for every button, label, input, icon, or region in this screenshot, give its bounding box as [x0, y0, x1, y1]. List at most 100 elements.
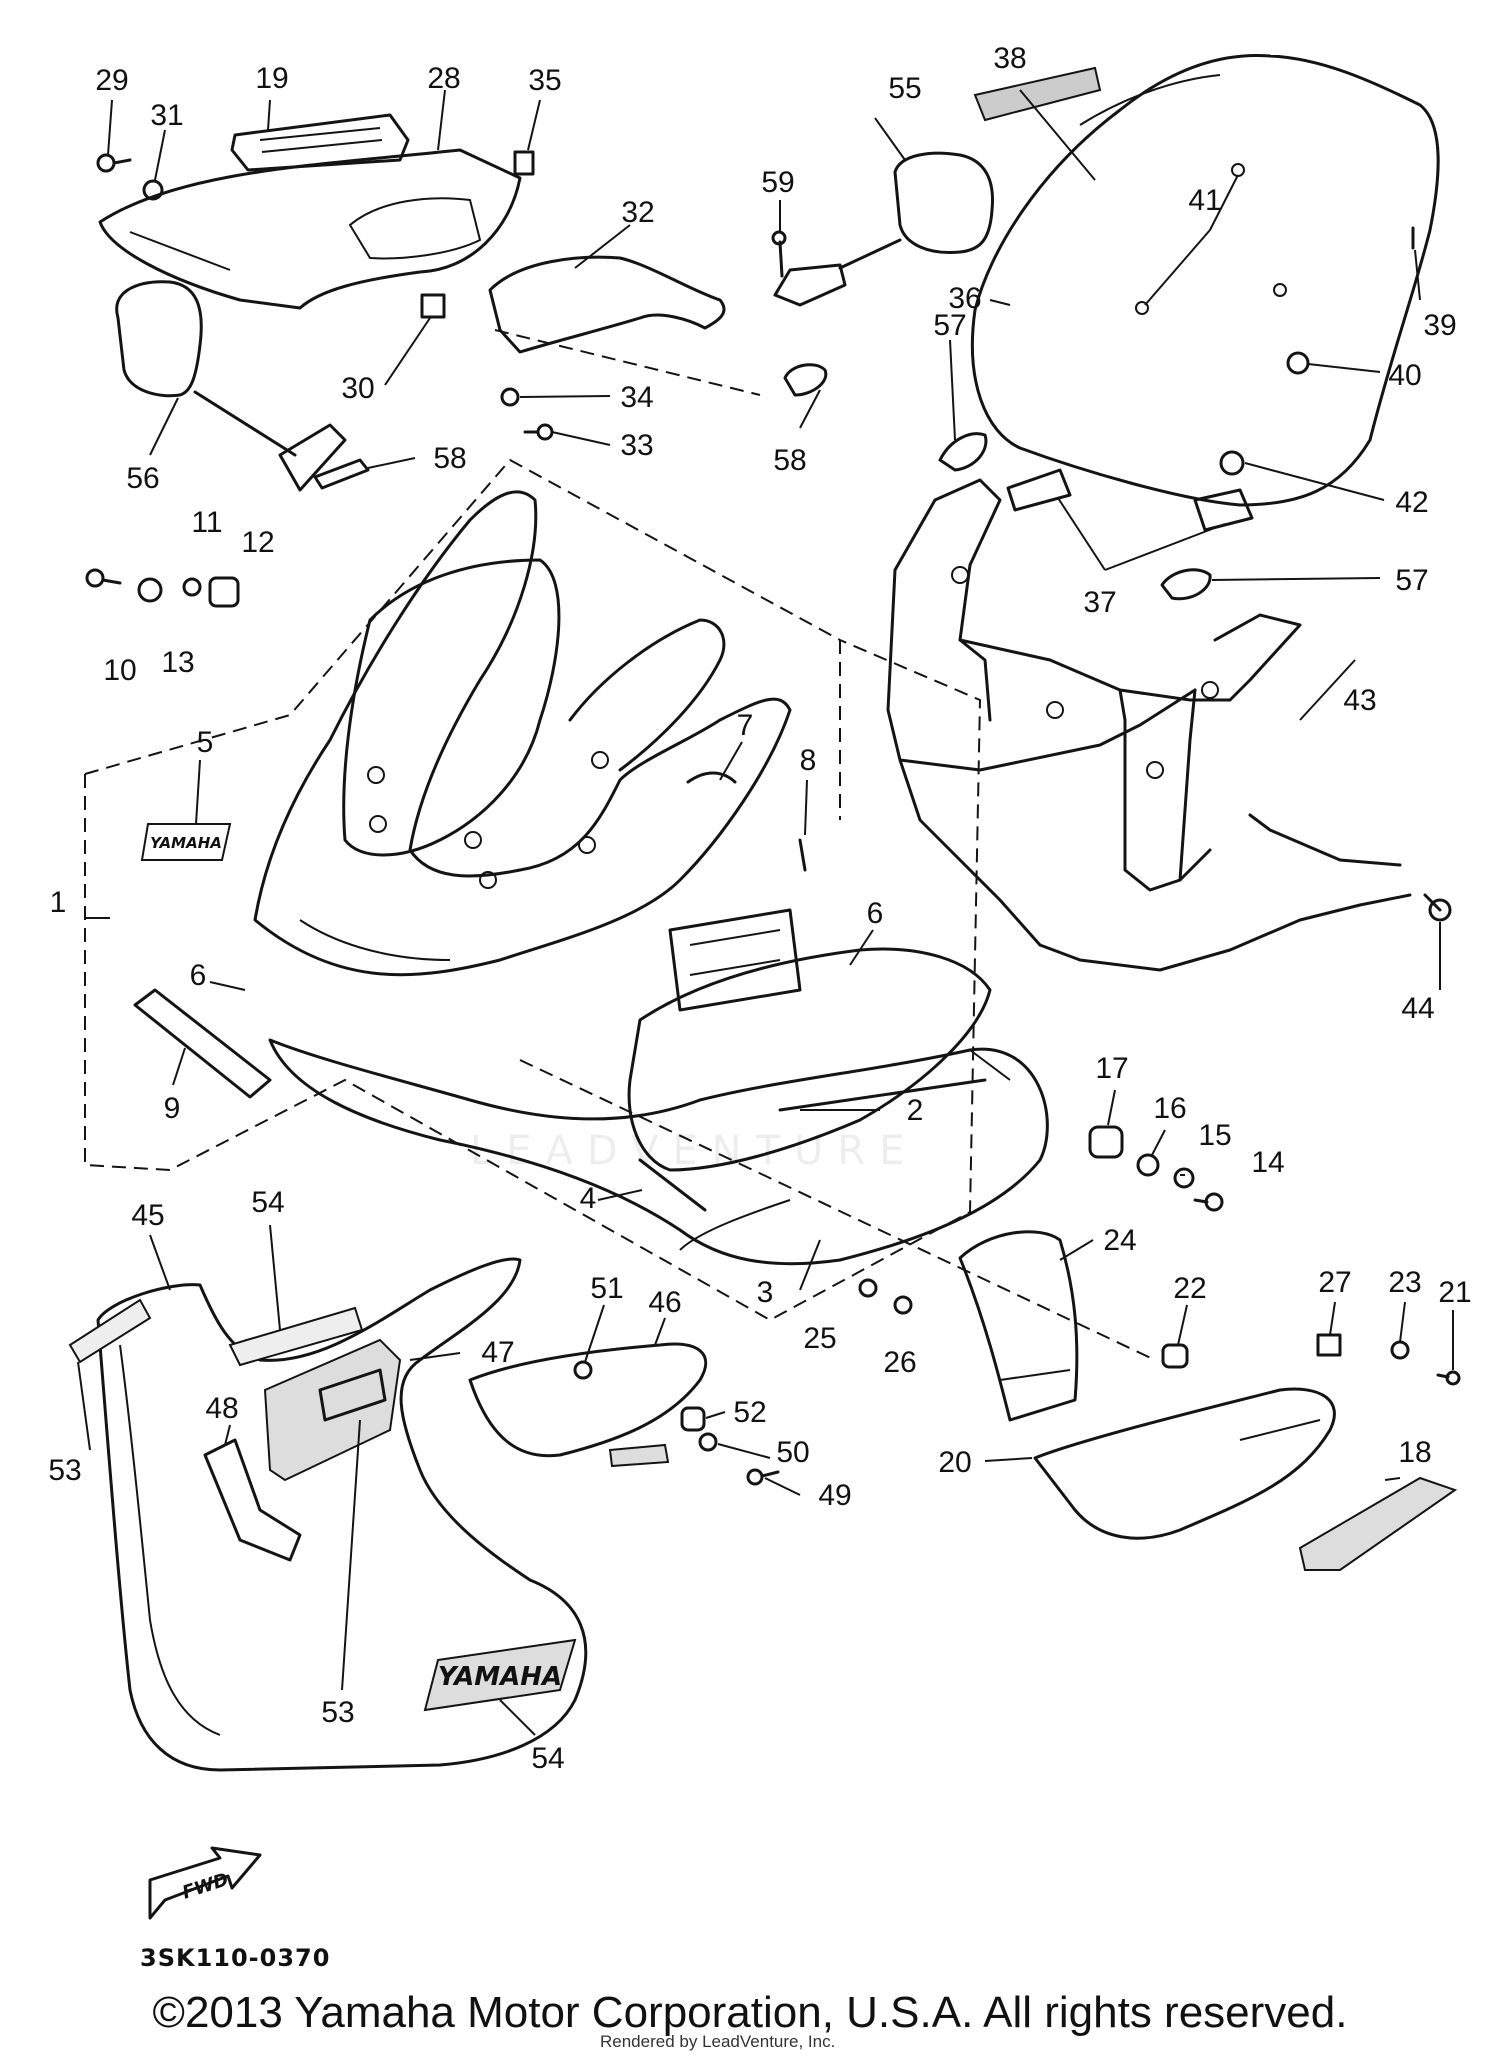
rendered-by-notice: Rendered by LeadVenture, Inc. — [600, 2032, 836, 2051]
diagram-code: 3SK110-0370 — [140, 1944, 331, 1972]
callout-12: 12 — [241, 526, 274, 559]
callout-43: 43 — [1343, 684, 1376, 717]
under-panel-46 — [468, 1342, 708, 1468]
bolt-59 — [771, 230, 787, 278]
callout-46: 46 — [648, 1286, 681, 1319]
callout-9: 9 — [164, 1092, 181, 1125]
callout-27: 27 — [1318, 1266, 1351, 1299]
trim-strip-4 — [638, 1158, 707, 1212]
lower-cowling-54: YAMAHA — [96, 1257, 588, 1772]
callout-10: 10 — [103, 654, 136, 687]
clip-35 — [513, 150, 535, 176]
strip-7 — [686, 771, 737, 784]
callout-59: 59 — [761, 166, 794, 199]
meter-bracket-19 — [230, 113, 410, 172]
callout-18: 18 — [1398, 1436, 1431, 1469]
grommet-22 — [1161, 1343, 1189, 1369]
callout-39: 39 — [1423, 309, 1456, 342]
callout-40: 40 — [1388, 359, 1421, 392]
callout-29: 29 — [95, 64, 128, 97]
bracket-53 — [318, 1368, 387, 1422]
callout-30: 30 — [341, 372, 374, 405]
damper-12 — [208, 576, 240, 608]
badge-54-text: YAMAHA — [438, 1662, 562, 1692]
callout-19: 19 — [255, 62, 288, 95]
upper-cowling-1 — [253, 490, 792, 977]
bracket-48 — [203, 1438, 302, 1562]
badge-5-text: YAMAHA — [150, 834, 222, 852]
callout-58-left: 58 — [433, 442, 466, 475]
collar-11 — [182, 577, 202, 597]
callout-5: 5 — [197, 726, 214, 759]
inner-panel-47 — [263, 1338, 402, 1482]
callout-24: 24 — [1103, 1224, 1136, 1257]
callout-14: 14 — [1251, 1146, 1284, 1179]
callout-15: 15 — [1198, 1119, 1231, 1152]
cowling-stay-43 — [886, 478, 1412, 972]
gasket-58-right — [783, 363, 828, 397]
washer-50 — [698, 1432, 718, 1452]
decal-45 — [68, 1298, 152, 1364]
callout-6-right: 6 — [867, 897, 884, 930]
instrument-cover-28 — [98, 148, 522, 310]
callout-38: 38 — [993, 42, 1026, 75]
callout-21: 21 — [1438, 1276, 1471, 1309]
callout-16: 16 — [1153, 1092, 1186, 1125]
callout-53-lower: 53 — [321, 1696, 354, 1729]
leader-lines — [77, 89, 1454, 1736]
callout-45: 45 — [131, 1199, 164, 1232]
callout-34: 34 — [620, 381, 653, 414]
callout-47: 47 — [481, 1336, 514, 1369]
callout-41: 41 — [1188, 184, 1221, 217]
washer-13 — [137, 577, 163, 603]
pin-8 — [798, 838, 807, 872]
yamaha-badge-5: YAMAHA — [140, 823, 232, 861]
washer-16 — [1136, 1153, 1160, 1177]
callout-labels: 29 19 28 35 31 32 55 59 38 41 36 39 40 3… — [48, 42, 1471, 1775]
callout-8: 8 — [800, 744, 817, 777]
collar-52 — [680, 1406, 706, 1432]
nut-26 — [893, 1295, 913, 1315]
callout-1: 1 — [50, 886, 67, 919]
callout-3: 3 — [757, 1276, 774, 1309]
bolt-21 — [1436, 1370, 1461, 1386]
callout-37: 37 — [1083, 586, 1116, 619]
clip-27 — [1316, 1333, 1342, 1357]
callout-57-right: 57 — [1395, 564, 1428, 597]
left-mirror-56 — [115, 280, 347, 492]
windshield-36 — [970, 53, 1440, 507]
strip-37a — [1006, 468, 1072, 512]
clip-57-right — [1160, 568, 1212, 601]
bolt-44 — [1423, 893, 1452, 922]
washer-31 — [142, 179, 164, 201]
watermark: LEADVENTURE — [470, 1128, 919, 1174]
grommet-17 — [1088, 1125, 1124, 1159]
duct-24 — [958, 1230, 1079, 1422]
under-cowling-3 — [268, 908, 1049, 1266]
callout-28: 28 — [427, 62, 460, 95]
assembly-boundary — [84, 329, 1156, 1361]
callout-35: 35 — [528, 64, 561, 97]
screw-33 — [523, 423, 554, 441]
callout-25: 25 — [803, 1322, 836, 1355]
callout-55: 55 — [888, 72, 921, 105]
washer-23 — [1390, 1340, 1410, 1360]
callout-48: 48 — [205, 1392, 238, 1425]
callout-54-upper: 54 — [251, 1186, 284, 1219]
copyright-notice: ©2013 Yamaha Motor Corporation, U.S.A. A… — [152, 1988, 1348, 2037]
callout-2: 2 — [907, 1094, 924, 1127]
callout-33: 33 — [620, 429, 653, 462]
callout-6-left: 6 — [190, 959, 207, 992]
callout-26: 26 — [883, 1346, 916, 1379]
fwd-arrow-text: FWD — [180, 1869, 231, 1904]
callout-56: 56 — [126, 462, 159, 495]
nut-30 — [420, 293, 446, 319]
callout-52: 52 — [733, 1396, 766, 1429]
callout-57-top: 57 — [933, 309, 966, 342]
decal-54-upper — [228, 1306, 364, 1367]
bolt-29 — [96, 153, 132, 173]
under-panel-20 — [1033, 1387, 1336, 1540]
washer-51 — [573, 1360, 593, 1380]
callout-50: 50 — [776, 1436, 809, 1469]
